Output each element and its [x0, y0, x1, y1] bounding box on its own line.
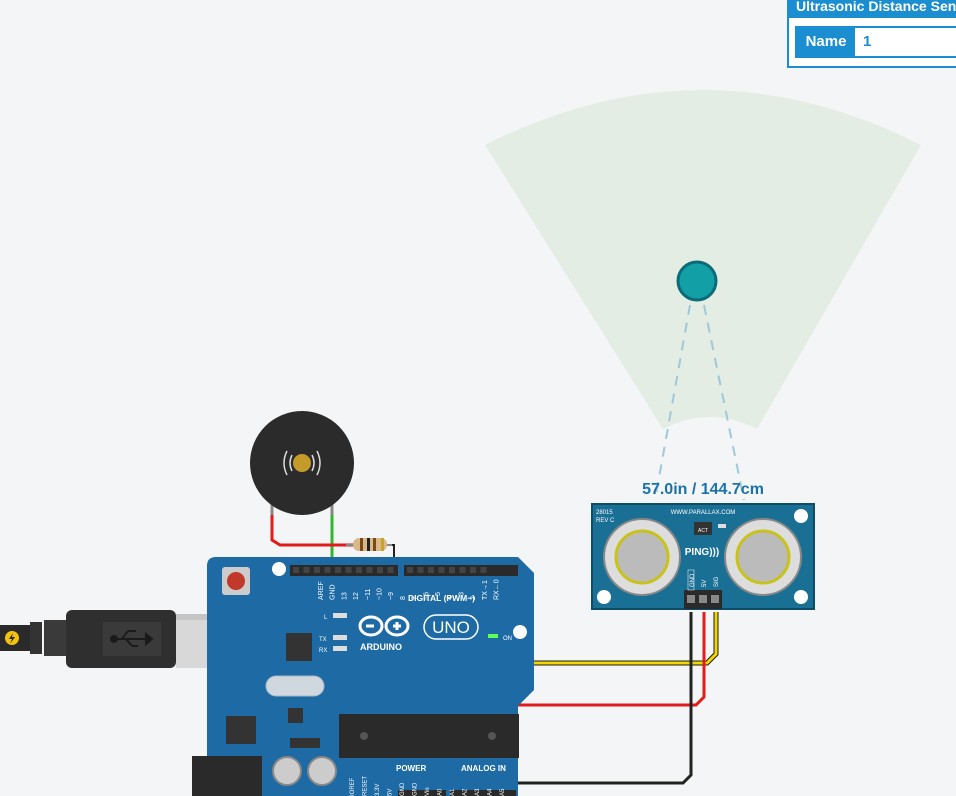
header-hole-17[interactable] — [480, 567, 487, 573]
bottom-pin-label-8: A1 — [450, 788, 456, 796]
top-pin-label-10: ~5 — [435, 592, 442, 600]
bottom-pin-label-5: GND — [413, 782, 419, 796]
header-hole-3[interactable] — [324, 567, 331, 573]
arduino-model-label: UNO — [432, 618, 470, 637]
usb-cable[interactable] — [0, 610, 256, 668]
digital-header-label: DIGITAL (PWM~) — [408, 593, 475, 603]
led-l — [333, 613, 347, 618]
bottom-pin-label-10: A3 — [475, 788, 481, 796]
ultrasonic-sensor[interactable] — [591, 503, 815, 610]
digital-header[interactable] — [290, 565, 398, 576]
sensor-revision: REV C — [596, 518, 615, 524]
sensor-part-number: 28015 — [596, 510, 613, 516]
header-hole-1[interactable] — [303, 567, 310, 573]
header-hole-9[interactable] — [387, 567, 394, 573]
header-hole-8[interactable] — [377, 567, 383, 573]
sensor-field-of-view — [485, 90, 921, 429]
detection-beam-left — [654, 304, 691, 501]
sensor-pin-label-2: SIG — [714, 576, 720, 587]
header-hole-6[interactable] — [356, 567, 362, 573]
header-hole-7[interactable] — [366, 567, 373, 573]
header-hole-15[interactable] — [459, 567, 466, 573]
power-header-label: POWER — [396, 764, 426, 773]
top-pin-label-7: 8 — [400, 596, 407, 600]
top-pin-label-3: 12 — [353, 592, 360, 600]
sound-wave-icon — [283, 450, 321, 476]
top-pin-label-13: 2 — [470, 596, 477, 600]
detection-beam-right — [703, 304, 745, 501]
header-hole-2[interactable] — [314, 567, 320, 573]
name-field-row: Name — [795, 26, 956, 58]
inspector-title: Ultrasonic Distance Sensor — [789, 0, 956, 18]
header-hole-12[interactable] — [428, 567, 434, 573]
header-hole-4[interactable] — [335, 567, 341, 573]
sensor-pin-label-0: GND — [690, 573, 696, 587]
header-hole-0[interactable] — [293, 567, 299, 573]
top-pin-label-15: RX←0 — [494, 579, 501, 600]
led-on — [488, 634, 498, 638]
sensor-brand: PING))) — [685, 547, 719, 558]
top-pin-label-2: 13 — [341, 592, 348, 600]
led-tx — [333, 635, 347, 640]
wire-red-buzzer[interactable] — [270, 513, 355, 547]
name-label: Name — [797, 28, 855, 56]
header-hole-10[interactable] — [407, 567, 413, 573]
resistor[interactable] — [346, 538, 392, 551]
top-pin-label-12: ~3 — [458, 592, 465, 600]
top-pin-label-0: AREF — [318, 581, 325, 600]
led-label-on: ON — [503, 636, 512, 642]
header-hole-16[interactable] — [470, 567, 476, 573]
name-input[interactable] — [857, 28, 956, 56]
top-pin-label-14: TX→1 — [482, 580, 489, 600]
analog-header-label: ANALOG IN — [461, 764, 506, 773]
arduino-brand-label: ARDUINO — [360, 642, 402, 652]
sensor-website: WWW.PARALLAX.COM — [671, 510, 736, 516]
bottom-pin-label-11: A4 — [488, 788, 494, 796]
infinity-logo-icon — [358, 615, 410, 637]
sensor-pin-label-1: 5V — [702, 580, 708, 587]
led-rx — [333, 646, 347, 651]
top-pin-label-4: ~11 — [365, 589, 372, 600]
top-pin-label-9: ~6 — [423, 592, 430, 600]
top-pin-label-6: ~9 — [388, 592, 395, 600]
bottom-pin-label-1: RESET — [363, 776, 369, 796]
header-hole-13[interactable] — [438, 567, 445, 573]
bottom-pin-label-12: A5 — [500, 788, 506, 796]
top-pin-label-5: ~10 — [377, 588, 384, 600]
sensor-act-label: ACT — [698, 528, 708, 534]
header-hole-14[interactable] — [449, 567, 455, 573]
bottom-pin-label-7: A0 — [438, 788, 444, 796]
bottom-pin-label-6: Vin — [425, 787, 431, 796]
arduino-uno-board[interactable] — [192, 557, 534, 796]
distance-readout: 57.0in / 144.7cm — [642, 481, 764, 498]
header-hole-11[interactable] — [417, 567, 424, 573]
piezo-buzzer[interactable] — [250, 411, 354, 515]
led-label-tx: TX — [319, 637, 327, 643]
lightning-icon — [5, 631, 19, 645]
led-label-rx: RX — [319, 648, 327, 654]
target-object[interactable] — [676, 260, 718, 302]
bottom-pin-label-2: 3.3V — [375, 784, 381, 796]
top-pin-label-8: 7 — [412, 596, 419, 600]
top-pin-label-1: GND — [330, 584, 337, 600]
usb-icon — [110, 630, 154, 647]
bottom-pin-label-0: IOREF — [350, 777, 356, 796]
header-hole-5[interactable] — [345, 567, 352, 573]
top-pin-label-11: 4 — [447, 596, 454, 600]
bottom-pin-label-9: A2 — [463, 788, 469, 796]
bottom-pin-label-3: 5V — [388, 789, 394, 796]
led-label-l: L — [324, 615, 328, 621]
bottom-pin-label-4: GND — [400, 782, 406, 796]
inspector-panel[interactable]: Ultrasonic Distance Sensor Name — [787, 0, 956, 68]
